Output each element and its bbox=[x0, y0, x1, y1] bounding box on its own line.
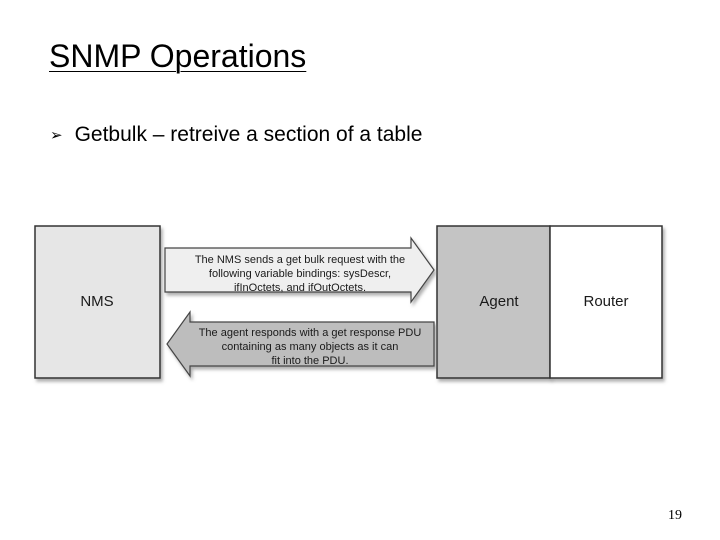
request-line-2: following variable bindings: sysDescr, bbox=[209, 268, 391, 280]
bullet-text: Getbulk – retreive a section of a table bbox=[74, 123, 423, 146]
agent-label: Agent bbox=[479, 293, 519, 310]
response-arrow bbox=[166, 310, 435, 378]
arrow-bullet-icon: ➢ bbox=[50, 127, 63, 144]
request-line-3: ifInOctets, and ifOutOctets. bbox=[234, 282, 366, 294]
request-line-1: The NMS sends a get bulk request with th… bbox=[195, 254, 405, 266]
response-line-3: fit into the PDU. bbox=[271, 355, 348, 367]
agent-box bbox=[436, 225, 551, 379]
nms-label: NMS bbox=[80, 293, 113, 310]
request-arrow bbox=[164, 236, 435, 304]
slide-title: SNMP Operations bbox=[49, 38, 307, 74]
bullet-item: ➢ Getbulk – retreive a section of a tabl… bbox=[50, 123, 422, 147]
nms-box bbox=[34, 225, 161, 379]
page-number: 19 bbox=[668, 508, 682, 523]
response-line-1: The agent responds with a get response P… bbox=[199, 327, 422, 339]
router-box bbox=[549, 225, 663, 379]
snmp-getbulk-diagram: NMS Agent Router The NMS sends a get bul… bbox=[34, 225, 663, 379]
response-line-2: containing as many objects as it can bbox=[222, 341, 399, 353]
router-label: Router bbox=[583, 293, 628, 310]
